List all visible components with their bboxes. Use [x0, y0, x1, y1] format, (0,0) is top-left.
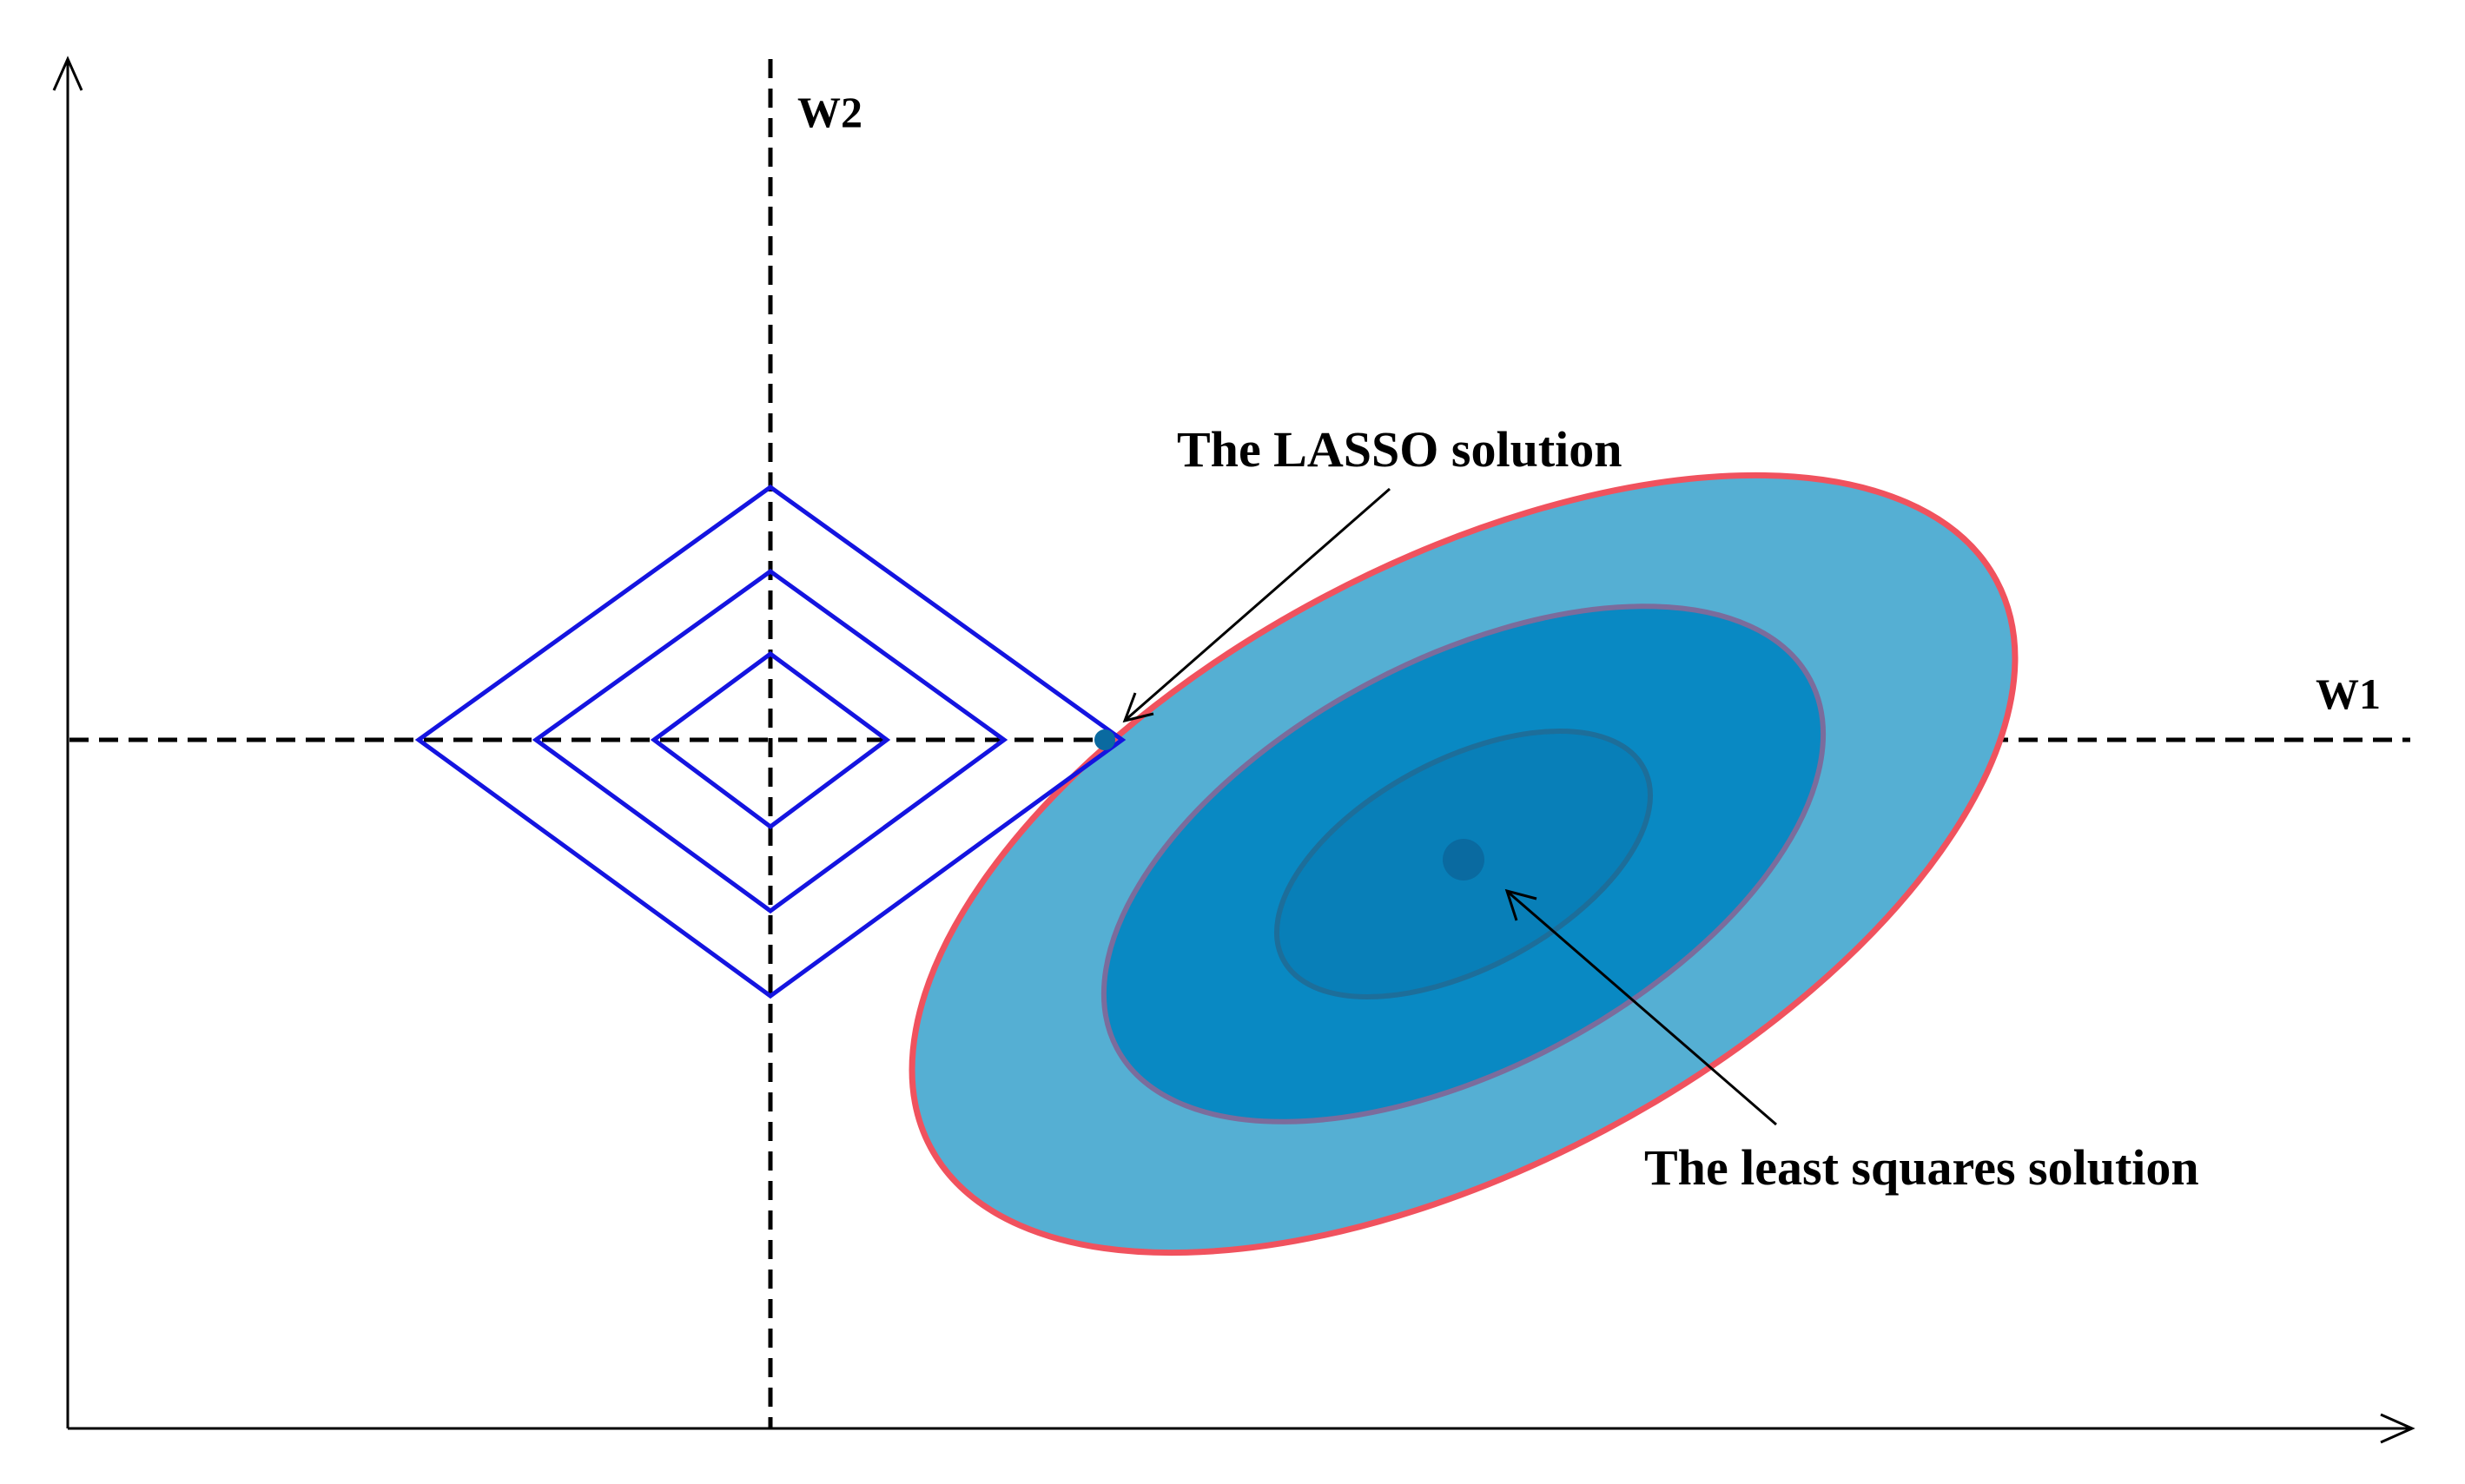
least-squares-pointer-arrowhead: [1504, 888, 1537, 921]
w1-axis-label: W1: [2316, 669, 2381, 718]
middle-constraint-diamond: [532, 568, 1008, 914]
lasso-pointer-line: [1126, 487, 1391, 721]
vertical-axis-arrowhead: [52, 56, 83, 91]
w2-axis-label: W2: [797, 88, 862, 136]
annotation-pointers: [1122, 487, 1777, 1126]
least-squares-solution-label: The least squares solution: [1644, 1139, 2199, 1196]
least-squares-solution-point: [1443, 839, 1484, 881]
lasso-pointer-arrowhead: [1122, 692, 1154, 723]
horizontal-axis-arrowhead: [2380, 1413, 2415, 1444]
inner-constraint-diamond: [650, 650, 891, 830]
lasso-solution-point: [1094, 729, 1115, 750]
coordinate-frame: [52, 56, 2415, 1444]
lasso-constraint-regions: [414, 484, 1127, 999]
least-squares-pointer-line: [1508, 891, 1777, 1126]
lasso-solution-label: The LASSO solution: [1177, 421, 1622, 478]
outer-constraint-diamond: [414, 484, 1127, 999]
